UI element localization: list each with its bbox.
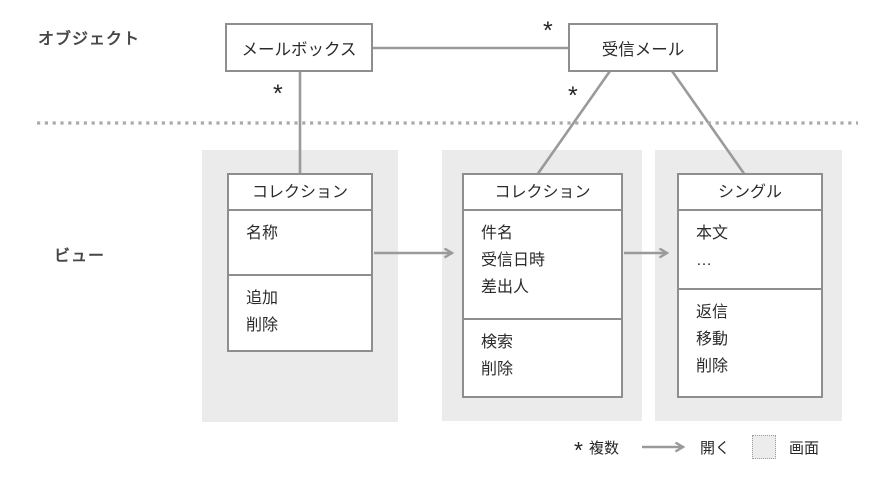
field-item: 件名 (481, 225, 514, 242)
field-item: 本文 (696, 225, 729, 242)
action-item: 削除 (481, 361, 514, 378)
legend-screen-swatch (751, 435, 776, 459)
object-box-mailbox: メールボックス (225, 23, 373, 72)
field-item: … (696, 252, 712, 269)
view-type-header: コレクション (464, 175, 621, 211)
view-type-header: コレクション (229, 175, 371, 211)
action-item: 追加 (246, 290, 279, 307)
legend: * 複数 開く 画面 (574, 432, 819, 462)
view-actions: 検索 削除 (464, 318, 621, 394)
legend-screen-label: 画面 (788, 439, 819, 457)
action-item: 削除 (246, 317, 279, 334)
legend-arrow-icon (641, 440, 691, 454)
view-box-mail-collection: コレクション 件名 受信日時 差出人 検索 削除 (462, 173, 623, 398)
field-item: 受信日時 (481, 252, 546, 269)
view-actions: 返信 移動 削除 (679, 288, 821, 394)
object-layer-label: オブジェクト (38, 31, 141, 48)
view-actions: 追加 削除 (229, 274, 371, 346)
object-box-received-mail-title: 受信メール (601, 40, 685, 59)
multiplicity-mark-mailbox-collection: * (273, 80, 283, 108)
view-box-mailbox-collection: コレクション 名称 追加 削除 (227, 173, 373, 352)
field-item: 差出人 (481, 279, 530, 296)
view-box-mail-single: シングル 本文 … 返信 移動 削除 (677, 173, 823, 398)
multiplicity-mark-received-collection: * (568, 82, 578, 110)
object-box-received-mail: 受信メール (568, 23, 718, 72)
action-item: 検索 (481, 334, 514, 351)
object-box-mailbox-title: メールボックス (241, 40, 357, 59)
legend-open-label: 開く (699, 439, 730, 457)
action-item: 移動 (696, 331, 729, 348)
action-item: 削除 (696, 358, 729, 375)
view-fields: 件名 受信日時 差出人 (464, 211, 621, 318)
multiplicity-mark-mailbox-received: * (543, 17, 553, 45)
view-fields: 名称 (229, 211, 371, 274)
view-layer-label: ビュー (54, 248, 106, 265)
field-item: 名称 (246, 225, 279, 242)
view-fields: 本文 … (679, 211, 821, 288)
legend-asterisk-symbol: * (574, 436, 583, 463)
view-type-header: シングル (679, 175, 821, 211)
legend-multiple-label: 複数 (588, 439, 619, 457)
action-item: 返信 (696, 304, 729, 321)
